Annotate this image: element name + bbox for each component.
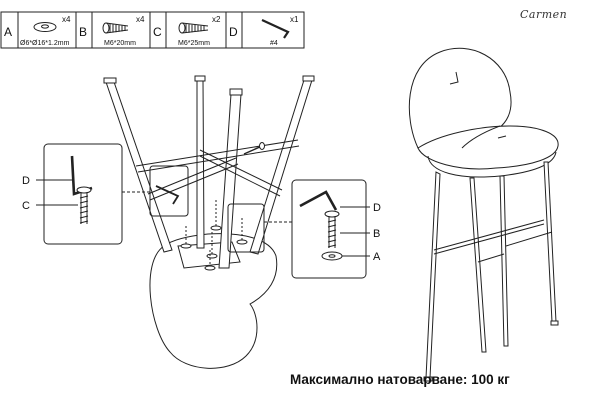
part-b-letter: B xyxy=(79,25,87,39)
stool-legs xyxy=(103,75,315,269)
allen-key-icon xyxy=(261,19,290,39)
right-callout-label-a: A xyxy=(373,251,381,263)
part-d-letter: D xyxy=(229,25,238,39)
parts-table xyxy=(0,11,305,49)
mounting-plate xyxy=(177,241,241,269)
part-b-spec: M6*20mm xyxy=(104,40,136,47)
detail-box-center xyxy=(149,165,189,217)
brand-name: Carmen xyxy=(520,8,568,21)
part-a-letter: A xyxy=(4,25,12,39)
crossbars xyxy=(135,139,300,201)
right-allen-key-icon xyxy=(299,190,338,211)
long-bolt-icon xyxy=(178,22,209,34)
detail-callout-left xyxy=(36,143,150,245)
part-b-qty: x4 xyxy=(136,15,145,24)
part-c-spec: M6*25mm xyxy=(178,40,210,47)
part-d-spec: #4 xyxy=(270,40,278,47)
left-callout-label-c: C xyxy=(22,200,30,212)
parts-table-border xyxy=(0,11,305,49)
detail-box-plate xyxy=(227,203,265,253)
part-c-qty: x2 xyxy=(212,15,221,24)
stool-frame xyxy=(423,161,559,382)
part-a-spec: Ø6*Ø16*1.2mm xyxy=(20,40,70,47)
stool-upside-down xyxy=(103,75,315,369)
part-a-qty: x4 xyxy=(62,15,71,24)
left-callout-label-d: D xyxy=(22,175,30,187)
plate-screws xyxy=(180,200,248,271)
detail-callout-right xyxy=(264,179,370,279)
seat-cushion xyxy=(149,233,278,369)
short-bolt-icon xyxy=(102,22,129,34)
assembled-stool xyxy=(408,47,559,382)
right-washer-icon xyxy=(321,251,343,261)
max-load-text: Максимално натоварване: 100 кг xyxy=(290,372,510,387)
washer-icon xyxy=(33,22,57,32)
right-bolt-icon xyxy=(324,210,340,248)
right-callout-label-d: D xyxy=(373,202,381,214)
seat xyxy=(417,125,559,170)
right-callout-label-b: B xyxy=(373,228,380,240)
part-c-letter: C xyxy=(153,25,162,39)
crossbar-screw xyxy=(243,142,265,155)
left-bolt-icon xyxy=(76,186,92,224)
part-d-qty: x1 xyxy=(290,15,299,24)
